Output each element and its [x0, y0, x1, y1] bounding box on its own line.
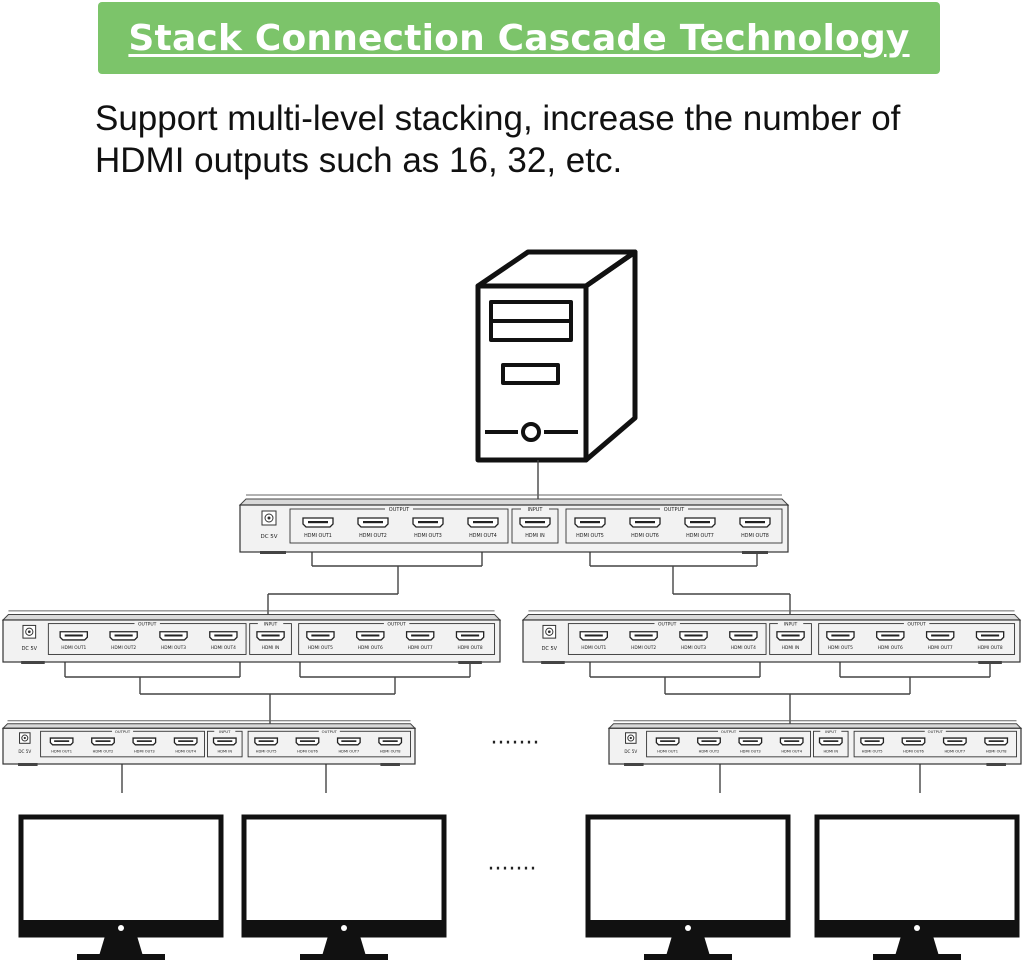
hdmi-out8-label: HDMI OUT8: [380, 749, 401, 753]
hdmi-out5-label: HDMI OUT5: [256, 749, 277, 753]
hdmi-out8-label: HDMI OUT8: [458, 645, 483, 651]
port-group-label: OUTPUT: [928, 730, 944, 734]
power-label: DC 5V: [624, 749, 637, 754]
port-group-label: OUTPUT: [658, 621, 677, 627]
power-jack-icon: [264, 513, 274, 523]
hdmi-splitter-right: DC 5V OUTPUT INPUT OUTPUT HDMI OUT1 HDMI OUT2…: [521, 610, 1022, 664]
ellipsis-splitters: ·······: [491, 731, 540, 756]
splitter-body: [2, 619, 501, 663]
port-group-label: INPUT: [784, 621, 798, 627]
hdmi-out6-label: HDMI OUT6: [297, 749, 318, 753]
monitor-icon-2: [241, 814, 447, 960]
power-jack-icon: [25, 627, 34, 636]
monitor-icon-3: [585, 814, 791, 960]
hdmi-in-label: HDMI IN: [782, 645, 800, 651]
hdmi-out6-label: HDMI OUT6: [631, 533, 659, 539]
power-jack-icon: [21, 734, 29, 742]
hdmi-out3-label: HDMI OUT3: [414, 533, 442, 539]
hdmi-out1-label: HDMI OUT1: [304, 533, 332, 539]
hdmi-out2-label: HDMI OUT2: [699, 749, 720, 753]
power-label: DC 5V: [22, 646, 38, 652]
power-jack-icon: [545, 627, 554, 636]
hdmi-splitter-bottom-right: DC 5V OUTPUT INPUT OUTPUT HDMI OUT1 HDMI OUT2…: [607, 720, 1023, 766]
desktop-computer-icon: [475, 249, 638, 463]
splitter-body: [239, 504, 789, 553]
port-group-label: INPUT: [528, 507, 544, 513]
power-label: DC 5V: [260, 534, 277, 540]
hdmi-out3-label: HDMI OUT3: [134, 749, 155, 753]
title-banner: Stack Connection Cascade Technology: [98, 2, 940, 74]
port-group-label: OUTPUT: [907, 621, 926, 627]
hdmi-out7-label: HDMI OUT7: [686, 533, 714, 539]
hdmi-in-label: HDMI IN: [262, 645, 280, 651]
hdmi-out2-label: HDMI OUT2: [111, 645, 136, 651]
monitor-icon-1: [18, 814, 224, 960]
hdmi-out7-label: HDMI OUT7: [928, 645, 953, 651]
hdmi-out7-label: HDMI OUT7: [944, 749, 965, 753]
hdmi-out6-label: HDMI OUT6: [878, 645, 903, 651]
hdmi-out4-label: HDMI OUT4: [175, 749, 196, 753]
hdmi-out8-label: HDMI OUT8: [978, 645, 1003, 651]
hdmi-in-label: HDMI IN: [525, 533, 545, 539]
splitter-body: [608, 727, 1022, 765]
power-label: DC 5V: [18, 749, 31, 754]
port-group-label: OUTPUT: [322, 730, 338, 734]
hdmi-splitter-left: DC 5V OUTPUT INPUT OUTPUT HDMI OUT1 HDMI OUT2…: [1, 610, 502, 664]
monitor-icon-4: [814, 814, 1020, 960]
port-group-label: OUTPUT: [721, 730, 737, 734]
hdmi-in-label: HDMI IN: [218, 749, 233, 753]
banner-title: Stack Connection Cascade Technology: [128, 17, 910, 59]
power-jack-icon: [627, 734, 635, 742]
port-group-label: OUTPUT: [664, 507, 685, 513]
port-group-label: OUTPUT: [389, 507, 410, 513]
hdmi-out1-label: HDMI OUT1: [657, 749, 678, 753]
hdmi-out5-label: HDMI OUT5: [308, 645, 333, 651]
hdmi-out4-label: HDMI OUT4: [211, 645, 236, 651]
port-group-label: INPUT: [219, 730, 231, 734]
splitter-body: [522, 619, 1021, 663]
port-group-label: OUTPUT: [115, 730, 131, 734]
port-group-label: INPUT: [264, 621, 278, 627]
description-line-1: Support multi-level stacking, increase t…: [95, 99, 901, 138]
hdmi-out3-label: HDMI OUT3: [161, 645, 186, 651]
hdmi-out8-label: HDMI OUT8: [741, 533, 769, 539]
hdmi-out1-label: HDMI OUT1: [51, 749, 72, 753]
description-line-2: HDMI outputs such as 16, 32, etc.: [95, 141, 623, 180]
hdmi-splitter-top: DC 5V OUTPUT INPUT OUTPUT HDMI OUT1 HDMI OUT2…: [238, 494, 790, 554]
port-group-label: OUTPUT: [387, 621, 406, 627]
description: Support multi-level stacking, increase t…: [95, 98, 975, 182]
hdmi-out6-label: HDMI OUT6: [358, 645, 383, 651]
hdmi-out3-label: HDMI OUT3: [681, 645, 706, 651]
hdmi-out5-label: HDMI OUT5: [828, 645, 853, 651]
hdmi-in-label: HDMI IN: [824, 749, 839, 753]
hdmi-out4-label: HDMI OUT4: [731, 645, 756, 651]
hdmi-out4-label: HDMI OUT4: [469, 533, 497, 539]
port-group-label: INPUT: [825, 730, 837, 734]
ellipsis-monitors: ·······: [488, 857, 537, 882]
hdmi-out7-label: HDMI OUT7: [408, 645, 433, 651]
hdmi-out3-label: HDMI OUT3: [740, 749, 761, 753]
power-label: DC 5V: [542, 646, 558, 652]
port-group-label: OUTPUT: [138, 621, 157, 627]
splitter-body: [2, 727, 416, 765]
hdmi-out8-label: HDMI OUT8: [986, 749, 1007, 753]
hdmi-out7-label: HDMI OUT7: [338, 749, 359, 753]
hdmi-out5-label: HDMI OUT5: [862, 749, 883, 753]
hdmi-out1-label: HDMI OUT1: [581, 645, 606, 651]
hdmi-out5-label: HDMI OUT5: [576, 533, 604, 539]
hdmi-out2-label: HDMI OUT2: [93, 749, 114, 753]
hdmi-splitter-bottom-left: DC 5V OUTPUT INPUT OUTPUT HDMI OUT1 HDMI OUT2…: [1, 720, 417, 766]
hdmi-out4-label: HDMI OUT4: [781, 749, 802, 753]
hdmi-out1-label: HDMI OUT1: [61, 645, 86, 651]
hdmi-out2-label: HDMI OUT2: [359, 533, 387, 539]
hdmi-out2-label: HDMI OUT2: [631, 645, 656, 651]
hdmi-out6-label: HDMI OUT6: [903, 749, 924, 753]
